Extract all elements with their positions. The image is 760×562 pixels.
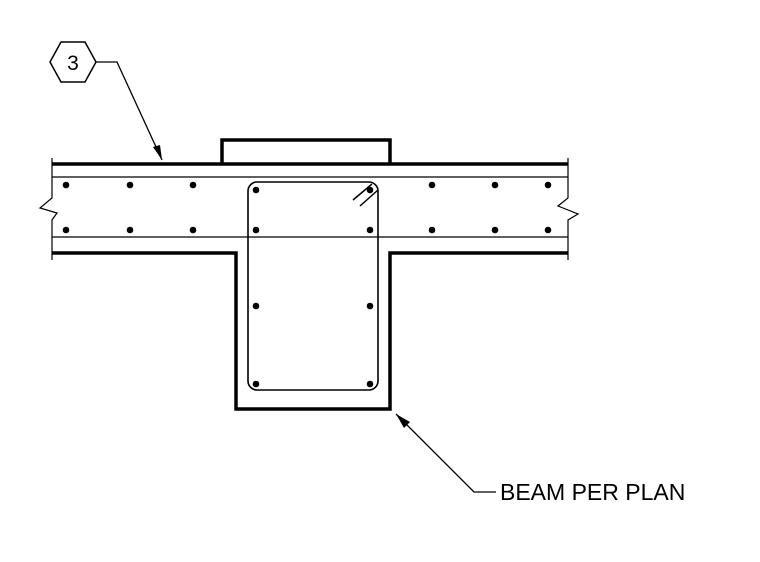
stirrup-hook — [352, 183, 379, 207]
beam-leader-arrowhead — [396, 414, 410, 428]
rebar-dot — [62, 181, 70, 189]
beam-per-plan-label: BEAM PER PLAN — [500, 479, 685, 505]
rebar-dot — [428, 226, 436, 234]
rebar-dot — [252, 380, 260, 388]
beam-leader — [395, 413, 496, 493]
left-break-line — [38, 158, 58, 260]
rebar-dot — [252, 186, 260, 194]
rebar-dot — [252, 226, 260, 234]
rebar-dot — [544, 181, 552, 189]
rebar-dot — [366, 380, 374, 388]
tag-leader — [96, 61, 163, 161]
rebar-dot — [491, 181, 499, 189]
rebar-dot — [366, 226, 374, 234]
detail-tag: 3 — [49, 41, 97, 83]
rebar-dot — [366, 186, 374, 194]
rebar-dot — [126, 181, 134, 189]
beam-outline — [52, 251, 568, 411]
rebar-dot — [189, 181, 197, 189]
rebar-dot — [189, 226, 197, 234]
rebar-dot — [366, 302, 374, 310]
rebar-dots — [62, 181, 552, 388]
rebar-dot — [252, 302, 260, 310]
tag-leader-arrowhead — [153, 145, 162, 160]
tag-number: 3 — [67, 52, 79, 75]
rebar-dot — [62, 226, 70, 234]
slab-curb — [220, 138, 392, 164]
beam-stirrup — [247, 181, 379, 391]
rebar-dot — [491, 226, 499, 234]
rebar-dot — [428, 181, 436, 189]
rebar-dot — [544, 226, 552, 234]
rebar-dot — [126, 226, 134, 234]
right-break-line — [556, 158, 580, 260]
